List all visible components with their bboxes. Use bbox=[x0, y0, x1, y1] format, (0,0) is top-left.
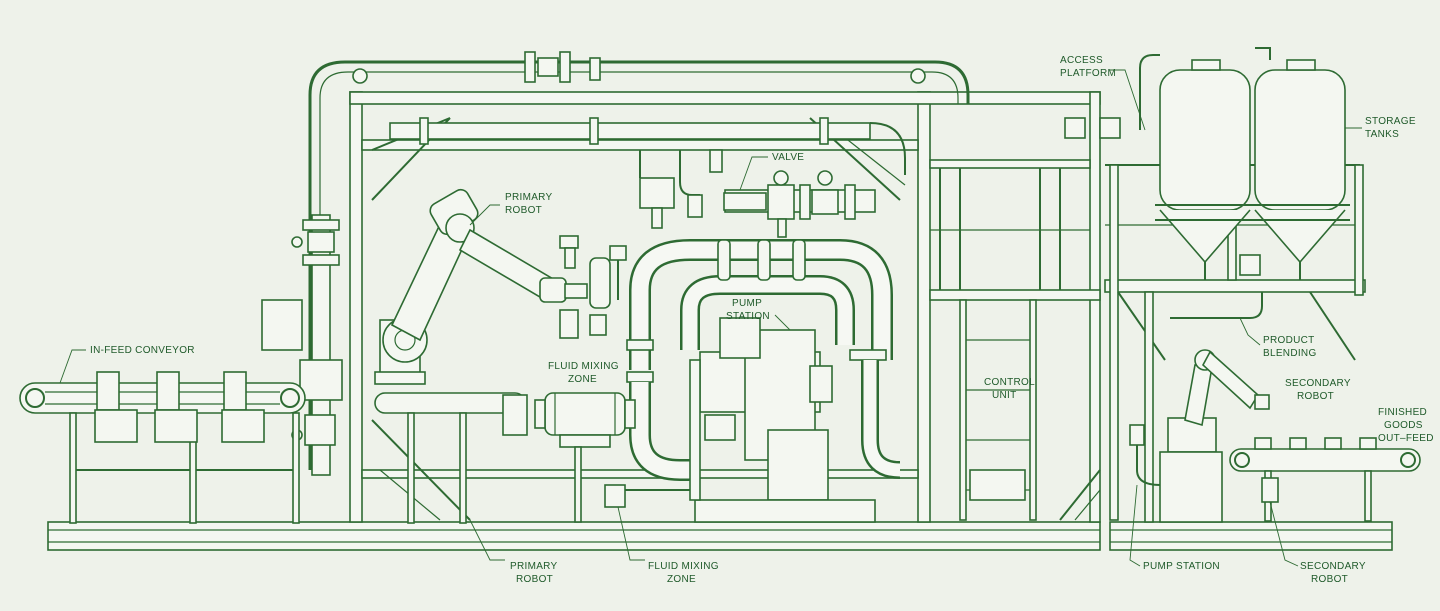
label-pump-station-top: PUMP STATION bbox=[726, 298, 791, 331]
fluid-mixing-tank bbox=[534, 392, 690, 523]
transfer-conveyor bbox=[374, 392, 528, 524]
svg-text:ROBOT: ROBOT bbox=[1297, 391, 1334, 402]
label-fluid-mixing-zone-top: FLUID MIXING ZONE bbox=[548, 361, 619, 385]
label-access-platform: ACCESS PLATFORM bbox=[1060, 55, 1146, 131]
stair-platform bbox=[929, 117, 1121, 521]
pump-motor bbox=[689, 317, 876, 523]
svg-text:STORAGE: STORAGE bbox=[1365, 116, 1416, 127]
svg-text:PRODUCT: PRODUCT bbox=[1263, 335, 1315, 346]
svg-text:ACCESS: ACCESS bbox=[1060, 55, 1103, 66]
label-storage-tanks: STORAGE TANKS bbox=[1345, 116, 1416, 140]
in-feed-conveyor bbox=[19, 371, 306, 524]
svg-text:PLATFORM: PLATFORM bbox=[1060, 68, 1116, 79]
label-secondary-robot-top: SECONDARY ROBOT bbox=[1285, 378, 1351, 402]
carton-3 bbox=[221, 371, 265, 443]
large-u-pipe bbox=[626, 239, 901, 481]
svg-text:ROBOT: ROBOT bbox=[516, 574, 553, 585]
label-secondary-robot-bottom: SECONDARY ROBOT bbox=[1269, 501, 1366, 585]
svg-text:OUT–FEED: OUT–FEED bbox=[1378, 433, 1434, 444]
label-primary-robot-bottom: PRIMARY ROBOT bbox=[469, 519, 558, 585]
label-control-unit: CONTROL UNIT bbox=[984, 377, 1035, 401]
svg-text:VALVE: VALVE bbox=[772, 152, 804, 163]
svg-text:ROBOT: ROBOT bbox=[505, 205, 542, 216]
label-primary-robot-top: PRIMARY ROBOT bbox=[469, 192, 553, 226]
primary-robot bbox=[374, 188, 588, 385]
label-product-blending: PRODUCT BLENDING bbox=[1239, 317, 1317, 359]
label-pump-station-bottom: PUMP STATION bbox=[1129, 484, 1220, 572]
svg-text:IN-FEED CONVEYOR: IN-FEED CONVEYOR bbox=[90, 345, 195, 356]
svg-text:PRIMARY: PRIMARY bbox=[510, 561, 558, 572]
valve-cluster bbox=[723, 170, 876, 238]
upper-process-pipe bbox=[389, 117, 906, 175]
storage-tanks bbox=[1139, 47, 1350, 280]
svg-text:ROBOT: ROBOT bbox=[1311, 574, 1348, 585]
svg-text:CONTROL: CONTROL bbox=[984, 377, 1035, 388]
svg-text:SECONDARY: SECONDARY bbox=[1300, 561, 1366, 572]
main-frame bbox=[349, 91, 1101, 523]
top-header-pipe bbox=[308, 51, 970, 470]
svg-text:ZONE: ZONE bbox=[667, 574, 696, 585]
hanging-instruments bbox=[639, 149, 723, 229]
svg-text:PUMP: PUMP bbox=[732, 298, 762, 309]
svg-text:PUMP STATION: PUMP STATION bbox=[1143, 561, 1220, 572]
carton-1 bbox=[94, 371, 138, 443]
svg-text:STATION: STATION bbox=[726, 311, 770, 322]
base-skid-main bbox=[47, 521, 1101, 551]
label-finished-goods: FINISHED GOODS OUT–FEED bbox=[1378, 407, 1434, 444]
label-valve: VALVE bbox=[739, 152, 804, 191]
base-skid-right bbox=[1109, 521, 1393, 551]
vertical-pipe-stack bbox=[261, 214, 343, 476]
svg-text:FINISHED: FINISHED bbox=[1378, 407, 1427, 418]
svg-text:SECONDARY: SECONDARY bbox=[1285, 378, 1351, 389]
secondary-robot bbox=[1129, 349, 1270, 523]
svg-text:GOODS: GOODS bbox=[1384, 420, 1423, 431]
svg-text:TANKS: TANKS bbox=[1365, 129, 1399, 140]
product-blending-line bbox=[1170, 292, 1263, 319]
label-fluid-mixing-zone-bottom: FLUID MIXING ZONE bbox=[617, 506, 719, 585]
carton-2 bbox=[154, 371, 198, 443]
svg-text:UNIT: UNIT bbox=[992, 390, 1017, 401]
out-feed-conveyor bbox=[1229, 437, 1421, 522]
svg-text:ZONE: ZONE bbox=[568, 374, 597, 385]
svg-text:PRIMARY: PRIMARY bbox=[505, 192, 553, 203]
svg-text:FLUID MIXING: FLUID MIXING bbox=[548, 361, 619, 372]
svg-text:FLUID MIXING: FLUID MIXING bbox=[648, 561, 719, 572]
label-in-feed-conveyor: IN-FEED CONVEYOR bbox=[59, 345, 195, 384]
end-effector-valves bbox=[559, 235, 627, 339]
svg-text:BLENDING: BLENDING bbox=[1263, 348, 1317, 359]
